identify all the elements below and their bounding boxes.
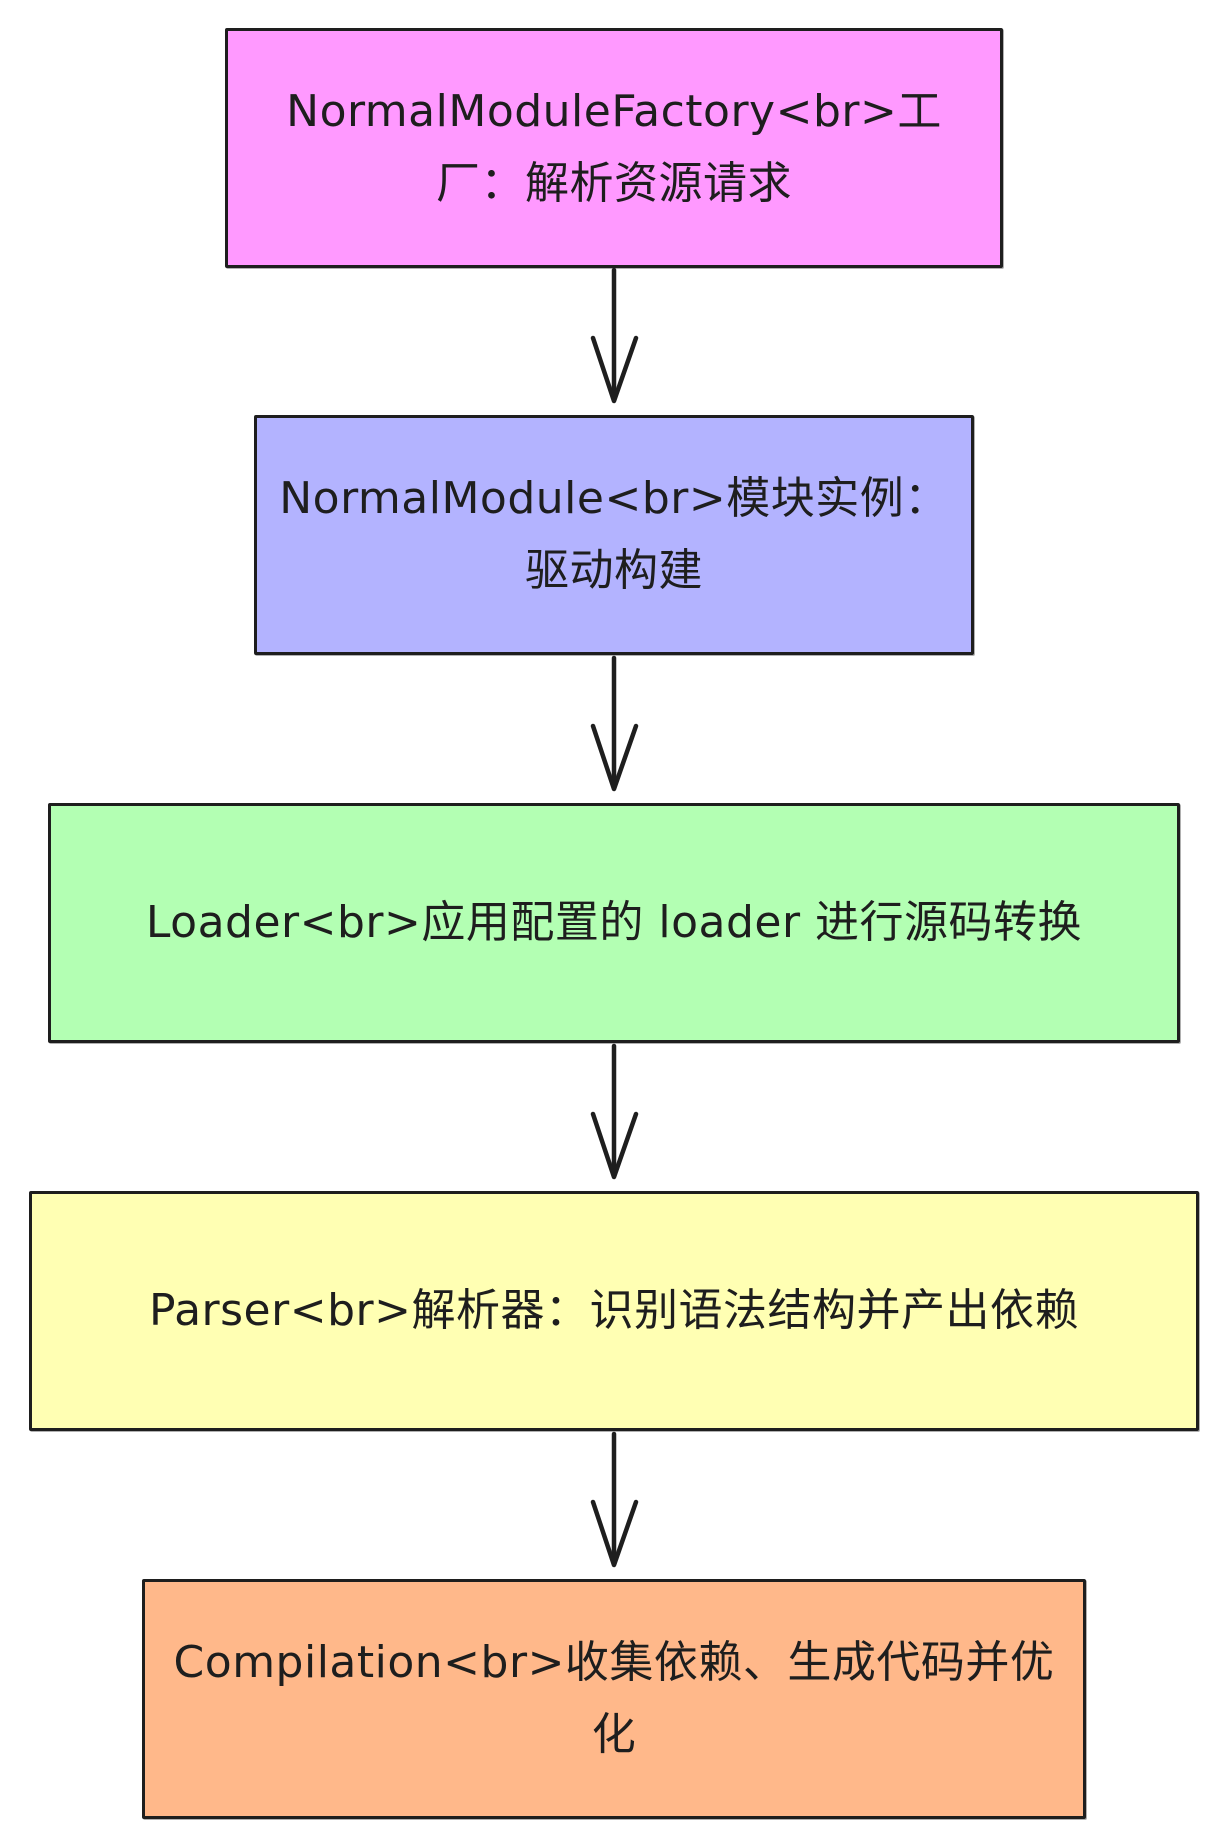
node-label: Loader<br>应用配置的 loader 进行源码转换 bbox=[145, 897, 1083, 948]
arrow-4-to-5 bbox=[590, 1431, 639, 1568]
node-loader: Loader<br>应用配置的 loader 进行源码转换 bbox=[48, 803, 1180, 1043]
node-label: Parser<br>解析器：识别语法结构并产出依赖 bbox=[149, 1285, 1079, 1336]
node-label: Compilation<br>收集依赖、生成代码并优化 bbox=[173, 1637, 1055, 1760]
node-normal-module: NormalModule<br>模块实例：驱动构建 bbox=[254, 415, 974, 655]
arrow-2-to-3 bbox=[590, 655, 639, 792]
node-parser: Parser<br>解析器：识别语法结构并产出依赖 bbox=[29, 1191, 1199, 1431]
node-normal-module-factory: NormalModuleFactory<br>工厂：解析资源请求 bbox=[225, 28, 1003, 268]
node-label: NormalModule<br>模块实例：驱动构建 bbox=[279, 473, 949, 596]
arrow-3-to-4 bbox=[590, 1043, 639, 1180]
arrow-1-to-2 bbox=[590, 267, 639, 404]
node-label: NormalModuleFactory<br>工厂：解析资源请求 bbox=[286, 86, 942, 209]
node-compilation: Compilation<br>收集依赖、生成代码并优化 bbox=[142, 1579, 1086, 1819]
